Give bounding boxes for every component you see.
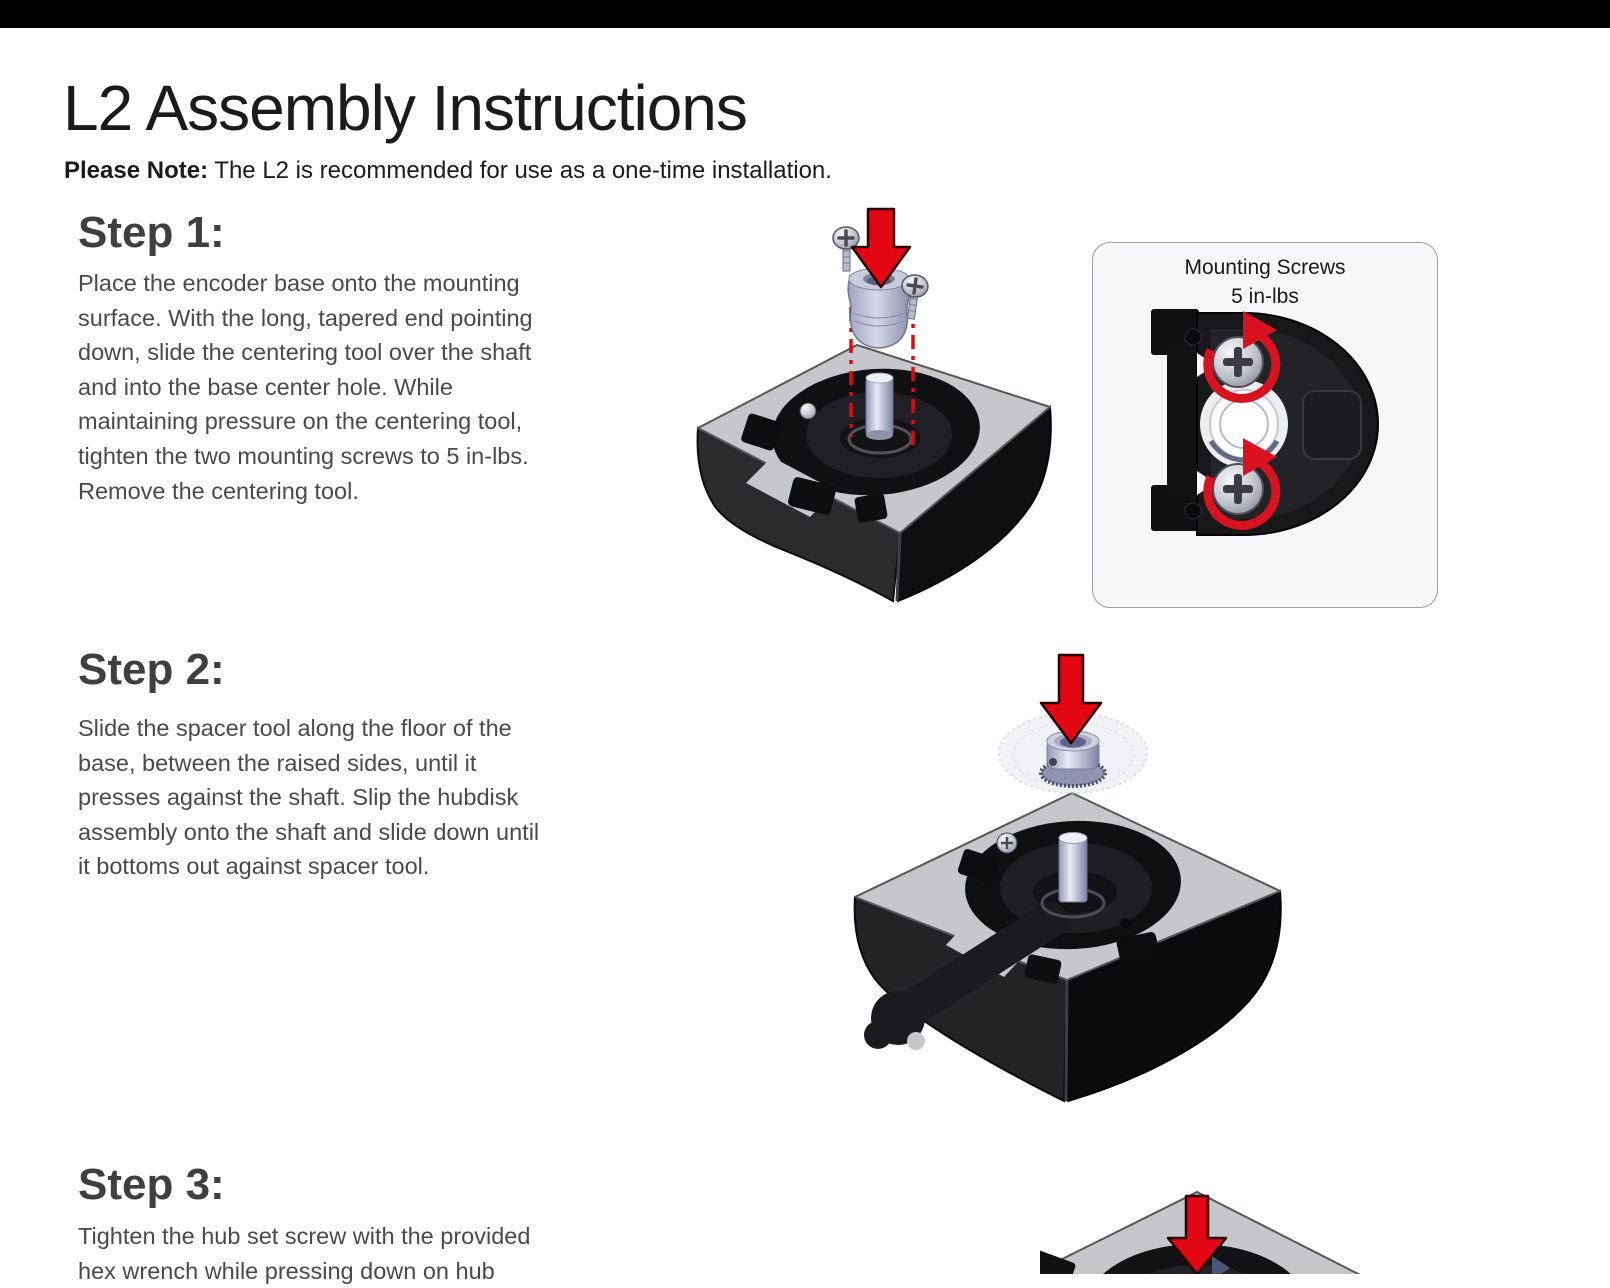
body-line: Place the encoder base onto the mounting [78, 270, 520, 296]
body-line: maintaining pressure on the centering to… [78, 408, 523, 435]
body-line: it bottoms out against spacer tool. [78, 853, 430, 880]
set-screw [1049, 758, 1057, 766]
body-line: and into the base center hole. While [78, 373, 453, 400]
down-arrow-icon [850, 207, 912, 289]
shaft [1040, 832, 1106, 919]
step-3-body: Tighten the hub set screw with the provi… [78, 1219, 530, 1288]
clamp-tab [1116, 932, 1160, 964]
step-2-body: Slide the spacer tool along the floor of… [78, 711, 539, 884]
body-line: hex wrench while pressing down on hub [78, 1257, 495, 1284]
body-line: down, slide the centering tool over the … [78, 339, 532, 366]
step-3-illustration [1040, 1140, 1480, 1274]
step-3-drawing [1040, 1191, 1361, 1274]
step-1-illustration [660, 195, 1080, 611]
body-line: assembly onto the shaft and slide down u… [78, 818, 540, 845]
step-1-heading: Step 1: [78, 208, 225, 257]
callout-title-line1: Mounting Screws [1184, 256, 1346, 279]
clamp-tab [957, 849, 999, 883]
step-1-body: Place the encoder base onto the mounting… [78, 266, 533, 508]
clamp-tab [741, 413, 781, 451]
down-arrow-icon [1039, 653, 1103, 745]
body-line: base, between the raised sides, until it [78, 749, 477, 776]
spacer-tool [864, 902, 1068, 1050]
mounting-screw-icon [832, 226, 860, 272]
clamp-tab [1040, 1250, 1076, 1274]
body-line: Tighten the hub set screw with the provi… [78, 1223, 531, 1249]
clamp-tab [788, 477, 836, 515]
body-line: Slide the spacer tool along the floor of… [78, 715, 512, 741]
callout-title: Mounting Screws 5 in-lbs [1093, 253, 1437, 311]
page-title: L2 Assembly Instructions [63, 72, 748, 144]
step-2-drawing [853, 653, 1282, 1103]
body-line: presses against the shaft. Slip the hubd… [78, 784, 519, 811]
step-2-heading: Step 2: [78, 645, 225, 694]
step-1-drawing [696, 207, 1052, 603]
body-line: Remove the centering tool. [78, 477, 359, 504]
page-top-scan-bar [0, 0, 1610, 28]
note-label: Please Note: [64, 157, 209, 184]
body-line: surface. With the long, tapered end poin… [78, 304, 533, 331]
shaft [865, 372, 894, 440]
down-arrow-icon [1166, 1194, 1228, 1274]
mounting-screw-icon [1212, 463, 1264, 515]
note-text: The L2 is recommended for use as a one-t… [208, 157, 832, 184]
torque-value: 5 in-lbs [1231, 285, 1299, 308]
callout-box: Mounting Screws 5 in-lbs [1092, 242, 1438, 608]
clamp-tab [854, 493, 888, 523]
center-bearing [1200, 380, 1288, 468]
mounting-screw-icon [1212, 336, 1264, 388]
clamp-tab [1024, 954, 1062, 984]
step-3-heading: Step 3: [78, 1160, 225, 1209]
body-line: tighten the two mounting screws to 5 in-… [78, 442, 529, 469]
base-screw-icon [799, 402, 817, 420]
mounting-screw-icon [901, 274, 929, 320]
alignment-dashes [849, 275, 915, 445]
step-2-illustration [820, 635, 1300, 1113]
rotation-arrow-icon [1203, 311, 1281, 403]
rotation-arrow-icon [1203, 438, 1281, 530]
note-line: Please Note: The L2 is recommended for u… [64, 157, 832, 185]
top-view-diagram [1151, 309, 1379, 536]
